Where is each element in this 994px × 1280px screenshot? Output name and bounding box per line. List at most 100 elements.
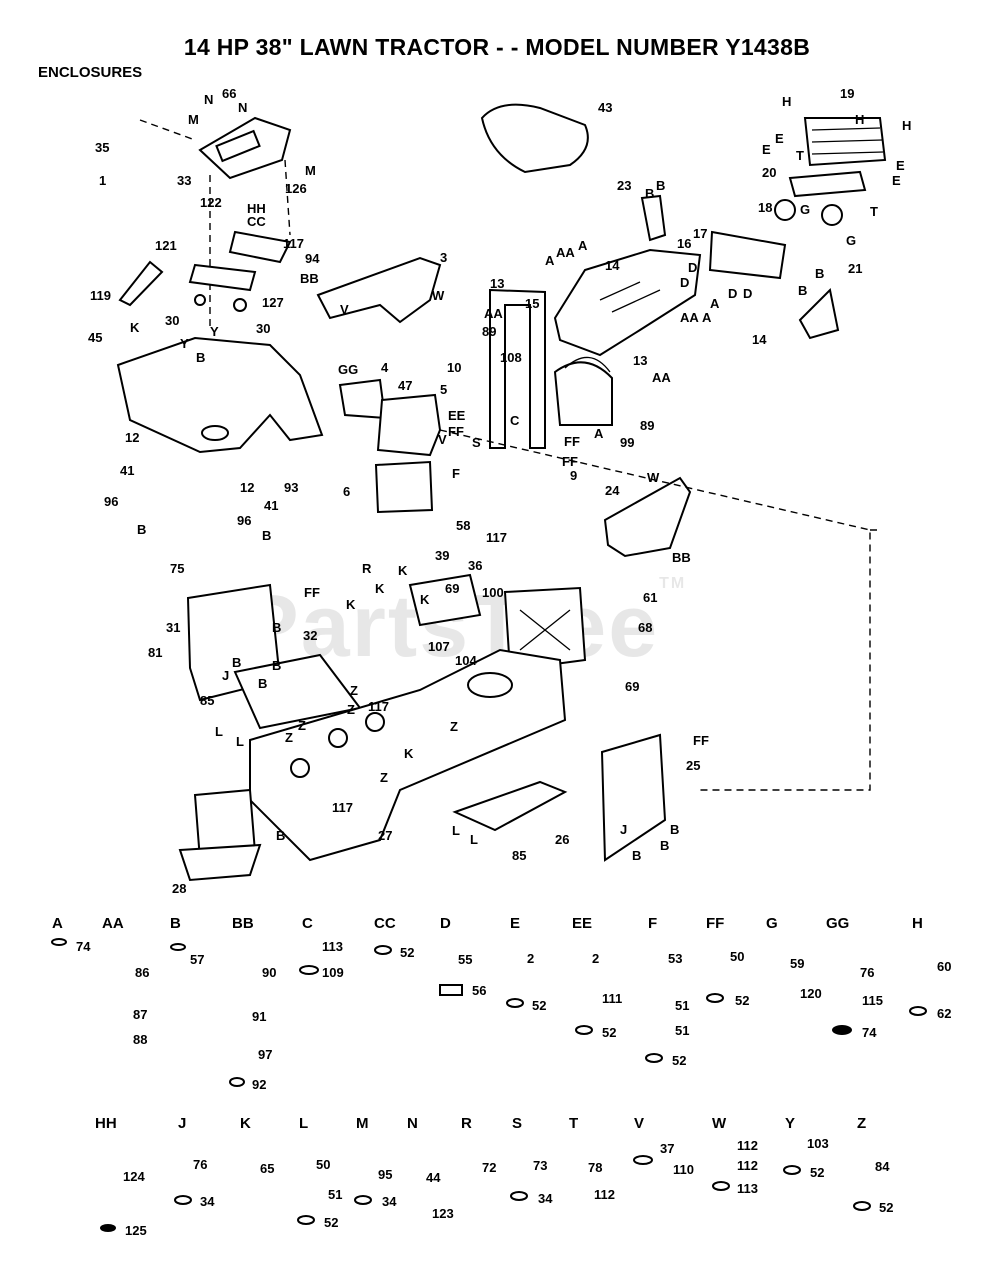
callout-a: A [578, 238, 588, 253]
legend-part: 109 [322, 965, 344, 980]
legend-part: 78 [588, 1160, 602, 1175]
legend-part: 52 [602, 1025, 616, 1040]
callout-33: 33 [177, 173, 191, 188]
callout-5: 5 [440, 382, 447, 397]
callout-18: 18 [758, 200, 772, 215]
part-footrest-26 [452, 780, 568, 832]
callout-aa: AA [556, 245, 575, 260]
callout-17: 17 [693, 226, 707, 241]
callout-117: 117 [283, 236, 304, 251]
callout-n: N [204, 92, 213, 107]
callout-b: B [196, 350, 205, 365]
legend-part: 50 [730, 949, 744, 964]
legend-part: 56 [472, 983, 486, 998]
callout-c: C [510, 413, 520, 428]
callout-127: 127 [262, 295, 284, 310]
legend-letter: J [178, 1115, 186, 1132]
callout-96: 96 [237, 513, 251, 528]
legend-part: 84 [875, 1159, 890, 1174]
callout-k: K [375, 581, 385, 596]
callout-1: 1 [99, 173, 106, 188]
callout-41: 41 [120, 463, 134, 478]
callout-121: 121 [155, 238, 177, 253]
legend-letter: R [461, 1115, 472, 1132]
page-title: 14 HP 38" LAWN TRACTOR - - MODEL NUMBER … [183, 34, 811, 60]
legend-part: 74 [76, 939, 91, 954]
callout-4: 4 [381, 360, 389, 375]
callout-31: 31 [166, 620, 180, 635]
part-bracket-right [798, 287, 840, 340]
part-rear-cover-24 [603, 476, 692, 558]
callout-d: D [743, 286, 752, 301]
callout-68: 68 [638, 620, 652, 635]
legend-part: 86 [135, 965, 149, 980]
legend-letter: V [634, 1115, 644, 1132]
callout-h: H [782, 94, 791, 109]
callout-19: 19 [840, 86, 854, 101]
callout-119: 119 [90, 288, 111, 303]
callout-89: 89 [640, 418, 654, 433]
legend-part: 72 [482, 1160, 496, 1175]
callout-43: 43 [598, 100, 612, 115]
callout-b: B [272, 620, 281, 635]
callout-aa: AA [680, 310, 699, 325]
callout-26: 26 [555, 832, 569, 847]
callout-75: 75 [170, 561, 184, 576]
callout-ee: EE [448, 408, 466, 423]
callout-16: 16 [677, 236, 691, 251]
legend-letter: AA [102, 915, 124, 932]
callout-a: A [710, 296, 720, 311]
legend-part: 57 [190, 952, 204, 967]
callout-hh: HH [247, 201, 266, 216]
callout-m: M [305, 163, 316, 178]
legend-part: 52 [532, 998, 546, 1013]
callout-24: 24 [605, 483, 620, 498]
callout-25: 25 [686, 758, 700, 773]
callout-d: D [688, 260, 697, 275]
callout-b: B [815, 266, 824, 281]
callout-104: 104 [455, 653, 477, 668]
callout-b: B [670, 822, 679, 837]
legend-part: 53 [668, 951, 682, 966]
callout-99: 99 [620, 435, 634, 450]
callout-cc: CC [247, 214, 266, 229]
legend-letter: H [912, 915, 923, 932]
callout-66: 66 [222, 86, 236, 101]
callout-k: K [420, 592, 430, 607]
part-dash-panel [139, 116, 292, 330]
callout-k: K [130, 320, 140, 335]
callout-36: 36 [468, 558, 482, 573]
legend-letter: F [648, 915, 657, 932]
legend-part: 2 [527, 951, 534, 966]
legend-letter: E [510, 915, 520, 932]
callout-61: 61 [643, 590, 657, 605]
legend-part: 34 [538, 1191, 553, 1206]
legend-letter: Z [857, 1115, 866, 1132]
legend-part: 123 [432, 1206, 454, 1221]
hardware-legend: A 74 AA 86 87 88 B 57 BB 90 91 97 92 C 1… [51, 915, 951, 1238]
legend-part: 59 [790, 956, 804, 971]
callout-69: 69 [445, 581, 459, 596]
callout-e: E [892, 173, 901, 188]
legend-part: 90 [262, 965, 276, 980]
callout-g: G [800, 202, 810, 217]
callout-27: 27 [378, 828, 392, 843]
part-bracket-23 [640, 194, 667, 242]
callout-e: E [896, 158, 905, 173]
callout-35: 35 [95, 140, 109, 155]
callout-e: E [775, 131, 784, 146]
legend-letter: FF [706, 915, 724, 932]
callout-l: L [452, 823, 460, 838]
callout-gg: GG [338, 362, 358, 377]
legend-part: 112 [737, 1138, 758, 1153]
legend-letter: N [407, 1115, 418, 1132]
callout-z: Z [285, 730, 293, 745]
callout-30: 30 [256, 321, 270, 336]
callout-d: D [680, 275, 689, 290]
legend-part: 65 [260, 1161, 274, 1176]
callout-89: 89 [482, 324, 496, 339]
callout-l: L [236, 734, 244, 749]
callout-n: N [238, 100, 247, 115]
legend-part: 125 [125, 1223, 147, 1238]
callout-bb: BB [672, 550, 691, 565]
